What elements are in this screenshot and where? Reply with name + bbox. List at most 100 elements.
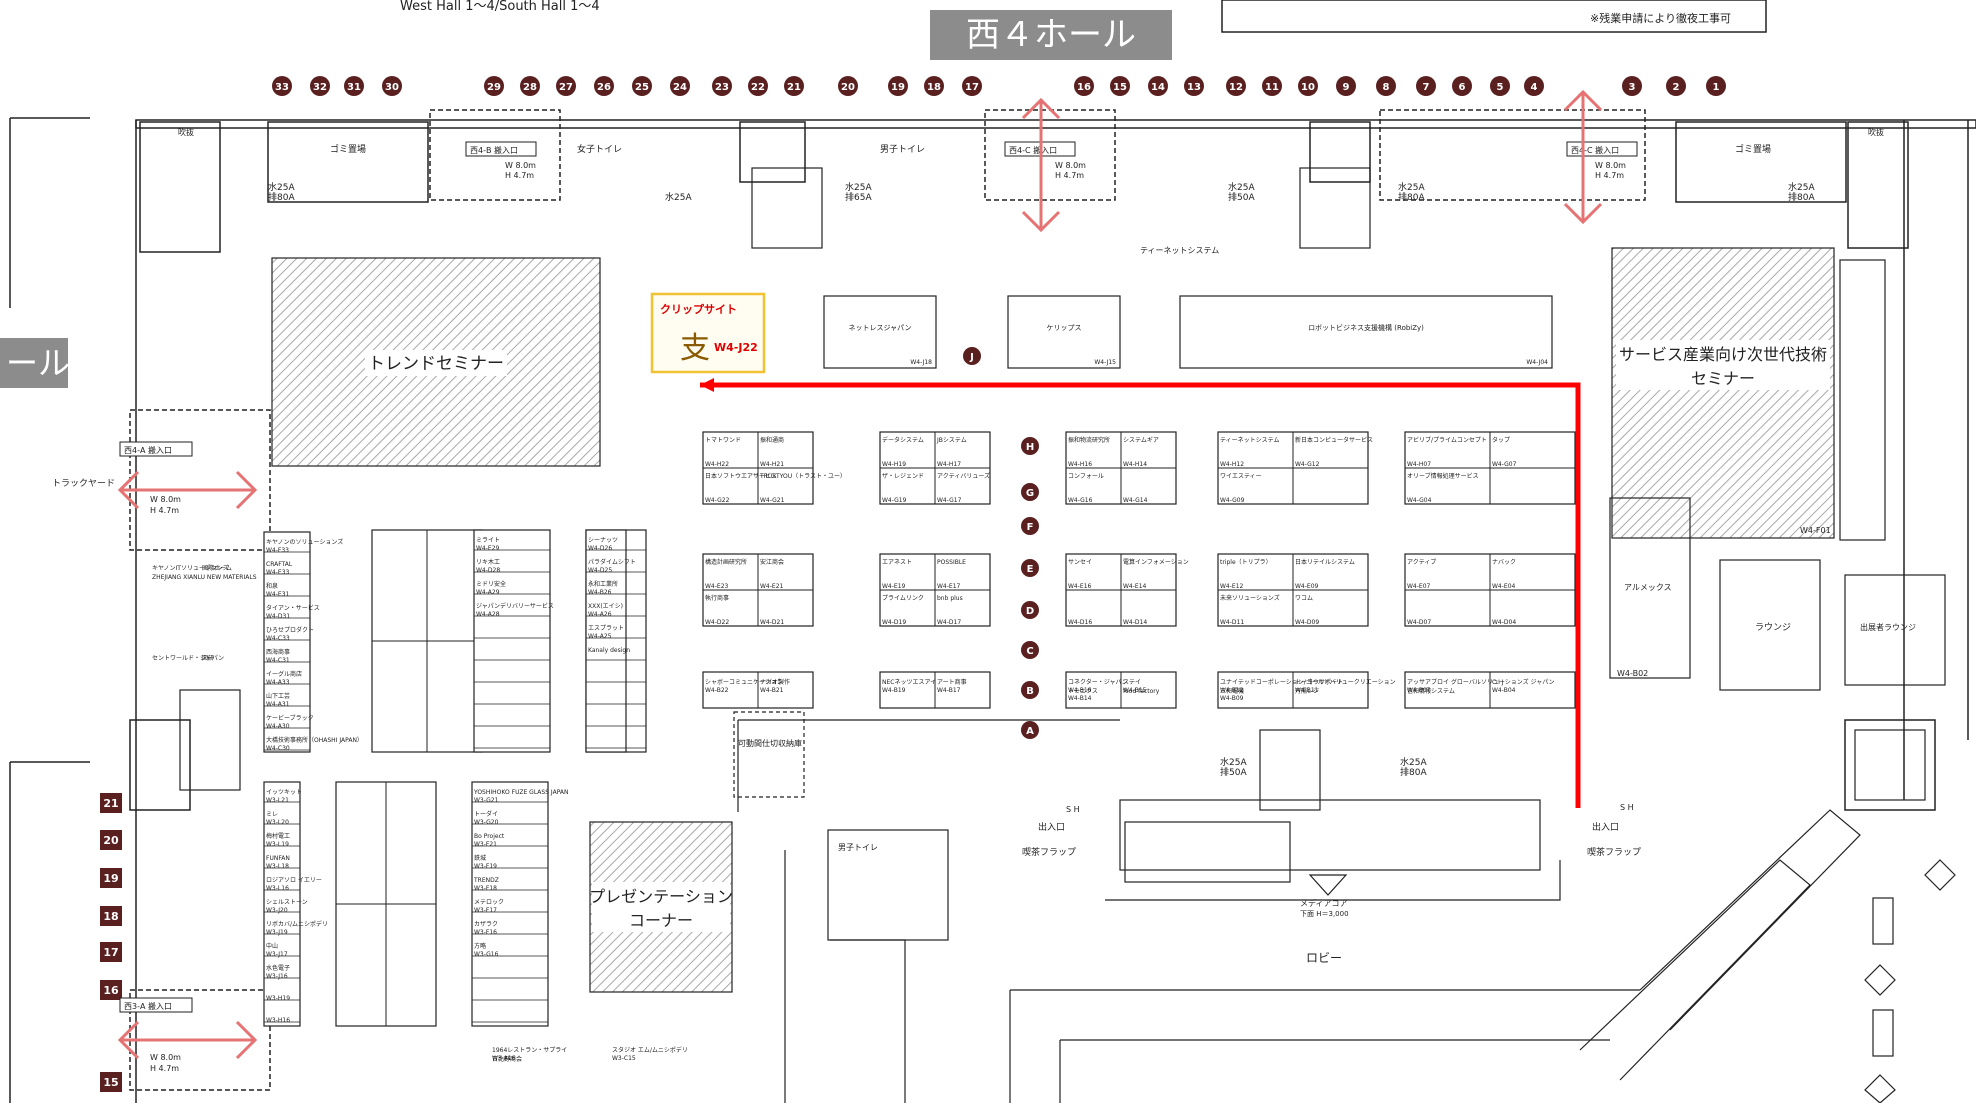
booth-name: エスプラット xyxy=(588,625,624,632)
booth-id: W4-D09 xyxy=(1295,619,1319,626)
booth-name: アート商事 xyxy=(937,678,967,686)
booth-name: プライムリンク xyxy=(882,595,924,602)
booth-name: ZHEJIANG XIANLU NEW MATERIALS xyxy=(152,574,257,581)
booth-name: FUNFAN xyxy=(266,855,290,862)
booth-id: W4-D04 xyxy=(1492,619,1516,626)
booth-name: コンフォール xyxy=(1068,473,1104,480)
gate-marker-left xyxy=(100,1072,122,1092)
clip-site-booth-id: W4-J22 xyxy=(714,341,758,354)
booth-name: メテロック xyxy=(474,899,504,906)
booth-id: W4-D31 xyxy=(266,613,290,620)
booth-id: W3-G20 xyxy=(474,819,499,826)
booth-id: W4-G17 xyxy=(937,497,962,504)
booth-id: W4-H19 xyxy=(882,461,906,468)
gate-marker-top xyxy=(556,76,576,96)
gate-number-top: 11 xyxy=(1265,82,1279,93)
booth-name: Kanaly design xyxy=(588,647,630,654)
loading-dock-a: 西4-A 搬入口 W 8.0m H 4.7m xyxy=(119,441,193,515)
row-letter: B xyxy=(1026,686,1034,697)
svg-text:H 4.7m: H 4.7m xyxy=(1055,171,1084,180)
booth-name: 日本ソフトウエアサービス xyxy=(705,472,777,480)
booth-name: 方略 xyxy=(474,942,486,950)
booth-id: W4-G21 xyxy=(760,497,785,504)
booth-name: bnb plus xyxy=(937,595,963,602)
row-letter: D xyxy=(1026,606,1034,617)
gate-number-left: 16 xyxy=(103,984,119,997)
booth-name: 山下工芸 xyxy=(266,692,290,700)
water-spec-6: 水25A xyxy=(1788,181,1815,193)
booth-name: 新日本コンピュータサービス xyxy=(1295,436,1373,444)
clip-site-booth[interactable]: クリップサイト 支 W4-J22 xyxy=(650,292,766,374)
notice-box xyxy=(1221,0,1767,33)
booth-name: NECネッツエスアイ xyxy=(882,679,936,686)
booth-name: 鉄城 xyxy=(474,854,486,862)
svg-text:西4-B 搬入口: 西4-B 搬入口 xyxy=(470,145,518,155)
booth-id: W4-A29 xyxy=(476,589,500,596)
booth-name: リボカバ/ムニシポデリ xyxy=(266,920,328,928)
booth-id: W4-B26 xyxy=(588,589,612,596)
top-booth-name: ネットレスジャパン xyxy=(849,324,912,332)
booth-name: ミドリ安全 xyxy=(476,580,506,588)
booth-id: W4-D07 xyxy=(1407,619,1431,626)
booth-id: W4-A28 xyxy=(476,611,500,618)
gate-number-top: 25 xyxy=(635,82,649,93)
booth-id: W4-B19 xyxy=(882,687,906,694)
water-spec-7: 水25A xyxy=(1400,756,1427,768)
booth-name: 中山 xyxy=(266,942,278,950)
booth-name: スタジオ エム/ムニシポデリ xyxy=(612,1046,688,1054)
row-letter-circle xyxy=(1021,517,1039,535)
row-letter-circle xyxy=(1021,721,1039,739)
booth-id: W3-C15 xyxy=(612,1055,636,1062)
gate-number-left: 20 xyxy=(103,834,119,847)
booth-id: W3-F21 xyxy=(474,841,497,848)
row-letter: G xyxy=(1026,488,1034,499)
booth-id: W4-E23 xyxy=(705,583,729,590)
water-spec-8: 水25A xyxy=(1220,756,1247,768)
gate-marker-top xyxy=(344,76,364,96)
booth-id: W4-G09 xyxy=(1220,497,1245,504)
gate-number-top: 8 xyxy=(1383,82,1390,93)
gate-number-top: 23 xyxy=(715,82,729,93)
svg-text:W 8.0m: W 8.0m xyxy=(1595,161,1626,170)
drain-spec-4: 排50A xyxy=(1228,191,1255,203)
booth-name: TRUSTYOU（トラスト・ユー） xyxy=(759,473,846,480)
booth-id: W3-F16 xyxy=(474,929,497,936)
svg-text:H 4.7m: H 4.7m xyxy=(505,171,534,180)
hall-title: 西４ホール xyxy=(966,15,1136,55)
booth-name: TRENDZ xyxy=(473,877,499,884)
booth-name: オリーブ情報処理サービス xyxy=(1407,472,1479,480)
water-spec-2: 水25A xyxy=(665,191,692,203)
booth-id: W4-E12 xyxy=(1220,583,1244,590)
gate-marker-top xyxy=(1376,76,1396,96)
gate-marker-top xyxy=(310,76,330,96)
booth-id: W4-E09 xyxy=(1295,583,1319,590)
booth-id: W4-H22 xyxy=(705,461,729,468)
booth-name: 水色電子 xyxy=(266,964,290,972)
gate-number-top: 27 xyxy=(559,82,573,93)
booth-name: 電算インフォメーション xyxy=(1123,558,1189,566)
booth-name: 日本リテイルシステム xyxy=(1295,558,1355,566)
entrance-label-2: 出入口 xyxy=(1592,821,1619,833)
gate-marker-top xyxy=(1148,76,1168,96)
entrance-label-1: 出入口 xyxy=(1038,821,1065,833)
map-subtitle: West Hall 1～4/South Hall 1～4 xyxy=(400,0,600,14)
booth-block xyxy=(263,781,301,1027)
row-letter: C xyxy=(1026,646,1033,657)
booth-id: W4-E19 xyxy=(882,583,906,590)
gate-number-top: 24 xyxy=(673,82,687,93)
booth-name: イーグル商店 xyxy=(266,670,302,678)
booth-id: W4-C30 xyxy=(266,745,290,752)
svg-text:J: J xyxy=(969,352,974,363)
booth-name: POSSIBLE xyxy=(937,559,966,566)
gate-marker-top xyxy=(1452,76,1472,96)
booth-name: 振和物流研究所 xyxy=(1068,436,1110,444)
gate-marker-top xyxy=(1226,76,1246,96)
booth-id: W3-L21 xyxy=(266,797,289,804)
booth-name: 振和通商 xyxy=(760,436,784,444)
booth-id: W4-E04 xyxy=(1492,583,1516,590)
booth-name: シーナッツ xyxy=(588,537,618,544)
gate-marker-left xyxy=(100,830,122,850)
garbage-area-1: ゴミ置場 xyxy=(330,143,366,155)
